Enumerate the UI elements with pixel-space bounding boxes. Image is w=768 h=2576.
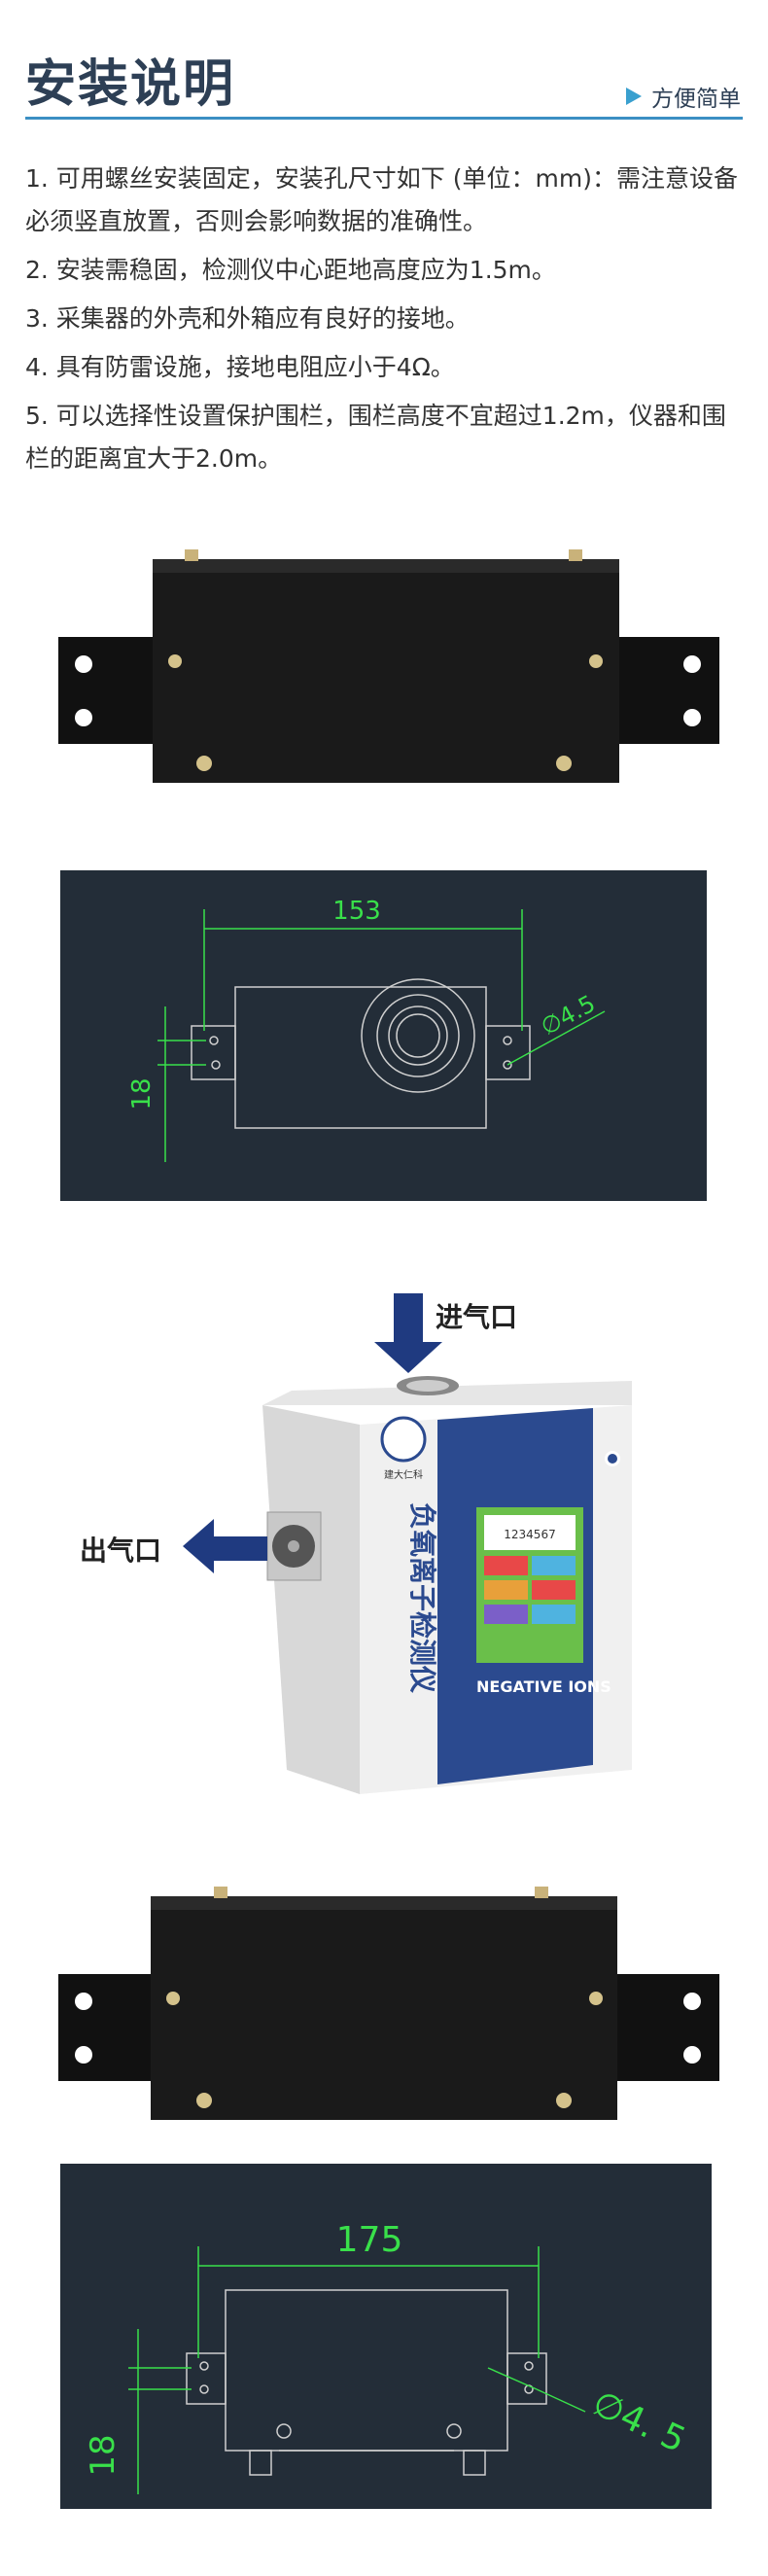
header: 安装说明 方便简单 [0,0,768,126]
outlet-arrow-icon [183,1519,267,1573]
inlet-label: 进气口 [436,1301,518,1333]
instruction-item: 3. 采集器的外壳和外箱应有良好的接地。 [25,304,470,333]
dimension-drawing-2-svg: 175 18 ∅4. 5 [84,2220,691,2494]
dimension-drawing-2: 175 18 ∅4. 5 [60,2164,712,2509]
dimension-width-label: 153 [332,897,381,926]
instruction-item: 5. 可以选择性设置保护围栏，围栏高度不宜超过1.2m，仪器和围栏的距离宜大于2… [25,402,726,473]
header-divider [25,117,743,120]
device-photo: 1234567 NEGATIVE IONS 建大仁科 负氧离子检测仪 [183,1293,632,1794]
dimension-width-label: 175 [336,2220,403,2260]
page-title: 安装说明 [25,55,236,114]
inlet-arrow-icon [374,1293,442,1373]
device-front-text: 负氧离子检测仪 [406,1502,438,1694]
instruction-list: 1. 可用螺丝安装固定，安装孔尺寸如下 (单位：mm)：需注意设备必须竖直放置，… [25,158,745,480]
mounting-bracket-photo-1 [58,549,719,783]
dimension-drawing-1: 153 18 ∅4.5 [60,870,707,1201]
instruction-item: 4. 具有防雷设施，接地电阻应小于4Ω。 [25,353,455,381]
instruction-item: 1. 可用螺丝安装固定，安装孔尺寸如下 (单位：mm)：需注意设备必须竖直放置，… [25,164,738,235]
dimension-hole-label: ∅4. 5 [586,2383,691,2460]
dimension-drawing-1-svg: 153 18 ∅4.5 [127,897,606,1162]
screen-value: 1234567 [504,1528,555,1541]
outlet-label: 出气口 [80,1535,162,1567]
subtitle-group: 方便简单 [626,80,741,113]
dimension-height-label: 18 [84,2434,122,2476]
device-brand-en: NEGATIVE IONS [476,1677,611,1696]
dimension-hole-label: ∅4.5 [537,990,600,1041]
device-brand: 建大仁科 [384,1468,423,1481]
triangle-icon [626,88,642,105]
instruction-item: 2. 安装需稳固，检测仪中心距地高度应为1.5m。 [25,256,556,284]
mounting-bracket-photo-2 [58,1887,719,2120]
page-subtitle: 方便简单 [651,87,741,112]
dimension-height-label: 18 [127,1077,157,1110]
